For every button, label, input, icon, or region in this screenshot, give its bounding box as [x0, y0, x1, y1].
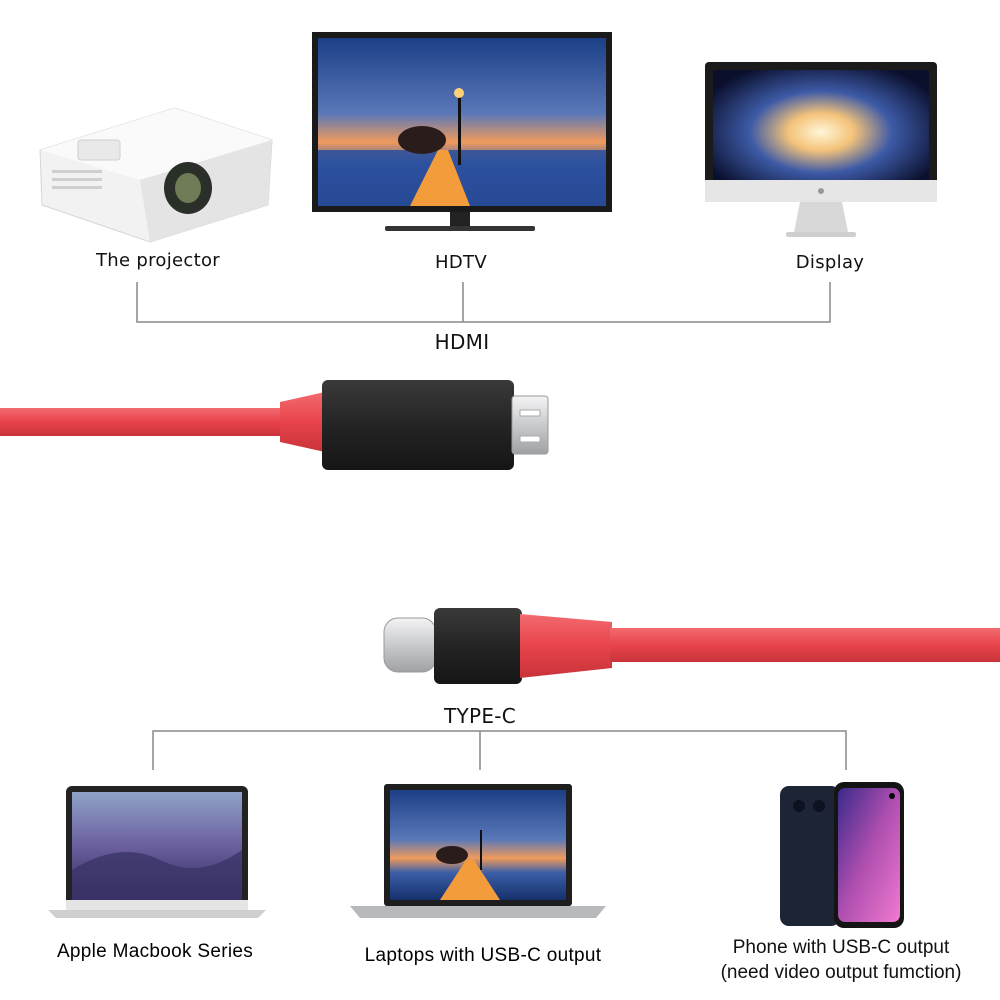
macbook-label: Apple Macbook Series: [56, 941, 254, 962]
hdmi-bracket: [136, 282, 831, 323]
typec-bracket: [152, 730, 847, 770]
hdmi-cable: [0, 380, 549, 470]
typec-connector-label: TYPE-C: [443, 704, 517, 728]
projector-illustration: [39, 107, 273, 243]
macbook-illustration: [48, 786, 266, 918]
projector-label: The projector: [96, 250, 220, 271]
display-label: Display: [795, 252, 865, 273]
laptop-label: Laptops with USB-C output: [364, 945, 602, 966]
usbc-cable: [383, 608, 1000, 684]
display-illustration: [705, 62, 937, 237]
phone-label: Phone with USB-C output (need video outp…: [721, 935, 962, 985]
laptop-illustration: [350, 784, 606, 918]
phone-label-line2: (need video output fumction): [720, 962, 962, 983]
hdmi-connector-label: HDMI: [434, 330, 490, 354]
hdtv-label: HDTV: [435, 252, 487, 273]
phone-illustration: [780, 782, 904, 928]
phone-label-line1: Phone with USB-C output: [732, 937, 950, 958]
hdtv-illustration: [312, 32, 612, 231]
